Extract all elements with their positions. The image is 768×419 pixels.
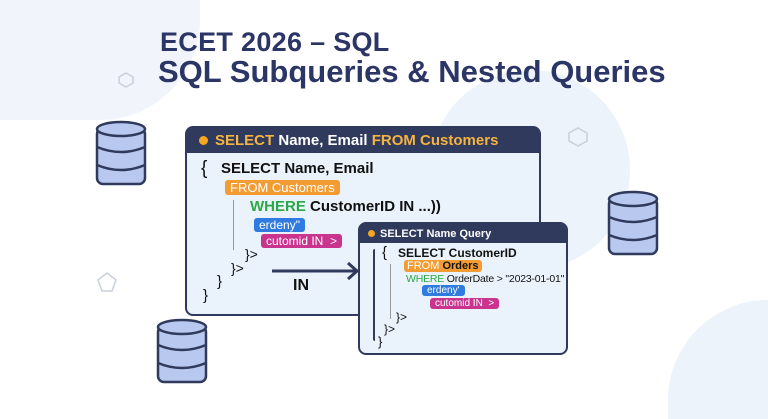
hexagon-icon <box>118 72 134 88</box>
page-title: SQL Subqueries & Nested Queries <box>158 54 666 89</box>
arrow-label: IN <box>293 277 309 294</box>
status-dot-icon <box>199 136 208 145</box>
arrow-icon <box>272 261 360 281</box>
status-dot-icon <box>368 230 375 237</box>
database-icon <box>95 120 147 186</box>
hexagon-icon <box>568 127 588 147</box>
title-line1: ECET 2026 – SQL <box>160 27 390 57</box>
inner-query-panel: SELECT Name Query { SELECT CustomerID FR… <box>358 222 568 355</box>
outer-query-header: SELECT Name, Email FROM Customers <box>187 128 539 153</box>
bg-blob <box>668 300 768 419</box>
database-icon <box>156 318 208 384</box>
pentagon-icon <box>97 272 117 292</box>
database-icon <box>607 190 659 256</box>
inner-query-header: SELECT Name Query <box>360 224 566 243</box>
